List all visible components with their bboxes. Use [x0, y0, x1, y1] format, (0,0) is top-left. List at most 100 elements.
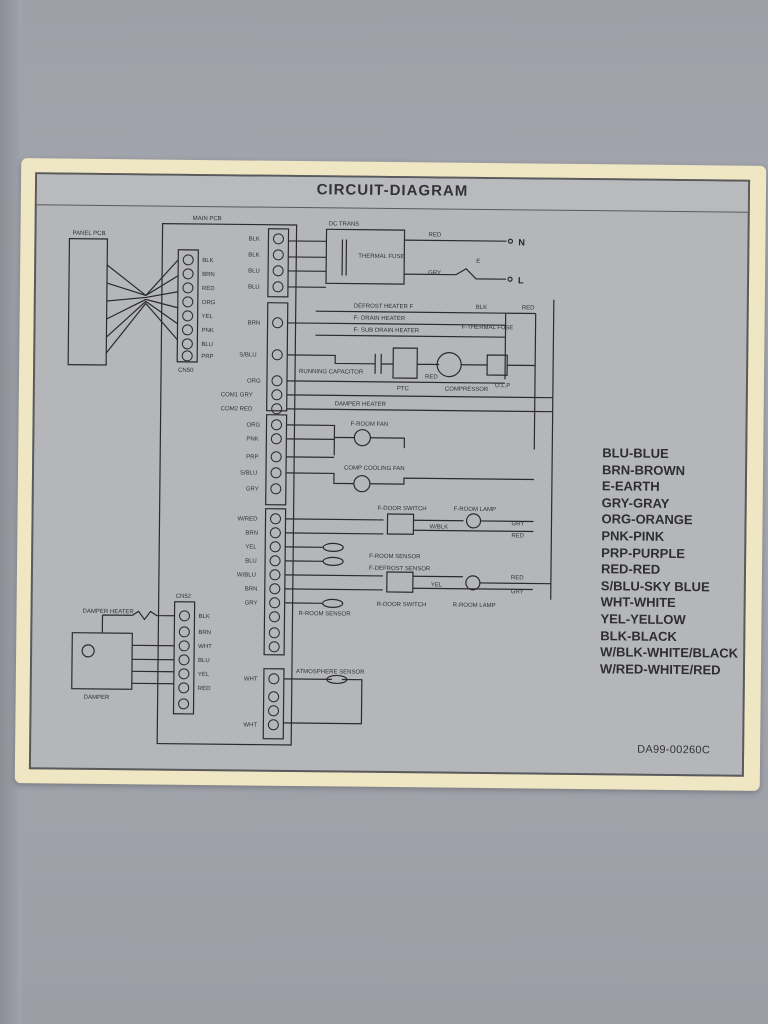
main-wire: WHT [244, 676, 258, 682]
cn50-connector [176, 249, 199, 363]
main-pcb-box [156, 222, 298, 746]
legend-item: W/BLK-WHITE/BLACK [600, 644, 739, 661]
cn52-wire: WHT [198, 644, 212, 650]
l-terminal-label: L [518, 275, 524, 285]
cn52-wire: YEL [198, 672, 210, 678]
cn50-wire: RED [202, 286, 215, 292]
damper-heater-left-label: DAMPER HEATER [83, 609, 135, 616]
drain-heater-label: F- DRAIN HEATER [354, 316, 406, 323]
cn52-label: CN52 [176, 594, 192, 600]
legend-item: E-EARTH [601, 478, 660, 495]
cn-trans-connector [267, 228, 290, 298]
r-room-sensor-label: R-ROOM SENSOR [299, 611, 352, 618]
main-wire: S/BLU [240, 470, 257, 476]
damper-label: DAMPER [84, 695, 110, 701]
legend-item: GRY-GRAY [601, 494, 670, 511]
circuit-schematic: PANEL PCB MAIN PCB CN50 CN52 DC TRANS TH… [67, 216, 555, 746]
color-legend: BLU-BLUE BRN-BROWN E-EARTH GRY-GRAY ORG-… [600, 445, 740, 679]
cn-sensor-connector [263, 508, 287, 656]
main-wire: COM1 GRY [221, 392, 253, 398]
cn52-wire: RED [198, 686, 211, 692]
r-door-switch-label: R-DOOR SWITCH [377, 602, 427, 609]
n-terminal-label: N [518, 237, 525, 247]
cn52-wire: BRN [198, 630, 211, 636]
cn50-wire: BLK [202, 258, 213, 264]
main-wire: BLU [248, 268, 260, 274]
main-pcb-label: MAIN PCB [193, 216, 222, 222]
wire-label: RED [511, 533, 524, 539]
earth-label: E [476, 259, 480, 265]
olp-label: O.L.P [495, 383, 510, 389]
sub-drain-heater-label: F- SUB DRAIN HEATER [353, 328, 419, 335]
cn52-wire: BLU [198, 658, 210, 664]
main-wire: PNK [246, 436, 258, 442]
legend-item: S/BLU-SKY BLUE [600, 577, 710, 595]
f-room-sensor-label: F-ROOM SENSOR [369, 554, 421, 561]
r-room-lamp-label: R-ROOM LAMP [453, 603, 496, 609]
f-thermal-fuse-label: F-THERMAL FUSE [462, 325, 514, 332]
legend-item: BLK-BLACK [600, 627, 677, 644]
main-wire: S/BLU [239, 352, 256, 358]
atmosphere-sensor-label: ATMOSPHERE SENSOR [296, 669, 365, 676]
main-wire: BLU [245, 558, 257, 564]
main-wire: ORG [247, 378, 261, 384]
cn-load-connector [266, 302, 289, 412]
dc-trans-label: DC TRANS [329, 221, 360, 227]
main-wire: YEL [245, 544, 257, 550]
wire-label: YEL [431, 582, 443, 588]
main-wire: W/BLU [237, 572, 256, 578]
legend-item: BRN-BROWN [601, 461, 686, 478]
damper-heater-label: DAMPER HEATER [335, 401, 387, 408]
comp-cooling-fan-label: COMP COOLING FAN [344, 466, 405, 473]
cn52-connector [172, 601, 196, 715]
wire-label: BLK [476, 305, 487, 311]
wire-label: RED [511, 575, 524, 581]
wire-label: GRY [511, 589, 524, 595]
main-wire: BLK [248, 252, 259, 258]
legend-item: WHT-WHITE [600, 594, 676, 611]
main-wire: COM2 RED [221, 406, 253, 412]
wire-label: RED [428, 232, 441, 238]
legend-item: YEL-YELLOW [600, 611, 686, 628]
f-room-lamp-label: F-ROOM LAMP [454, 507, 496, 513]
main-wire: BRN [245, 530, 258, 536]
main-wire: WHT [243, 722, 257, 728]
main-wire: BLK [248, 236, 259, 242]
panel-pcb-label: PANEL PCB [72, 231, 105, 237]
main-wire: BLU [248, 284, 260, 290]
compressor-label: COMPRESSOR [445, 387, 489, 393]
legend-item: PNK-PINK [601, 528, 665, 544]
cn52-wire: BLK [198, 614, 209, 620]
legend-item: PRP-PURPLE [601, 544, 686, 561]
cn-atmos-connector [262, 668, 285, 740]
main-wire: BRN [248, 320, 261, 326]
main-wire: BRN [245, 586, 258, 592]
circuit-diagram-label: CIRCUIT-DIAGRAM [14, 158, 767, 791]
cn50-wire: PRP [201, 354, 213, 360]
legend-item: W/RED-WHITE/RED [599, 660, 721, 678]
wire-label: RED [425, 374, 438, 380]
main-wire: GRY [245, 600, 258, 606]
legend-item: BLU-BLUE [602, 445, 669, 461]
cn50-label: CN50 [178, 368, 194, 374]
legend-item: RED-RED [600, 561, 661, 577]
part-code: DA99-00260C [637, 743, 711, 757]
wire-label: RED [522, 305, 535, 311]
wire-label: GRY [511, 521, 524, 527]
main-wire: ORG [246, 422, 260, 428]
f-room-fan-label: F-ROOM FAN [350, 422, 388, 428]
running-capacitor-label: RUNNING CAPACITOR [299, 369, 364, 376]
main-wire: PRP [246, 454, 258, 460]
wire-label: GRY [428, 270, 441, 276]
panel-pcb-box [67, 238, 109, 366]
f-defrost-sensor-label: F-DEFROST SENSOR [369, 566, 431, 573]
cn50-wire: BRN [202, 272, 215, 278]
cn-fan-connector [265, 414, 288, 506]
f-door-switch-label: F-DOOR SWITCH [378, 506, 427, 513]
main-wire: W/RED [237, 516, 258, 522]
cn50-wire: ORG [202, 300, 216, 306]
defrost-heater-label: DEFROST HEATER F [354, 304, 414, 311]
thermal-fuse-label: THERMAL FUSE [358, 254, 404, 260]
cn50-wire: BLU [201, 342, 213, 348]
cn50-wire: PNK [201, 328, 213, 334]
